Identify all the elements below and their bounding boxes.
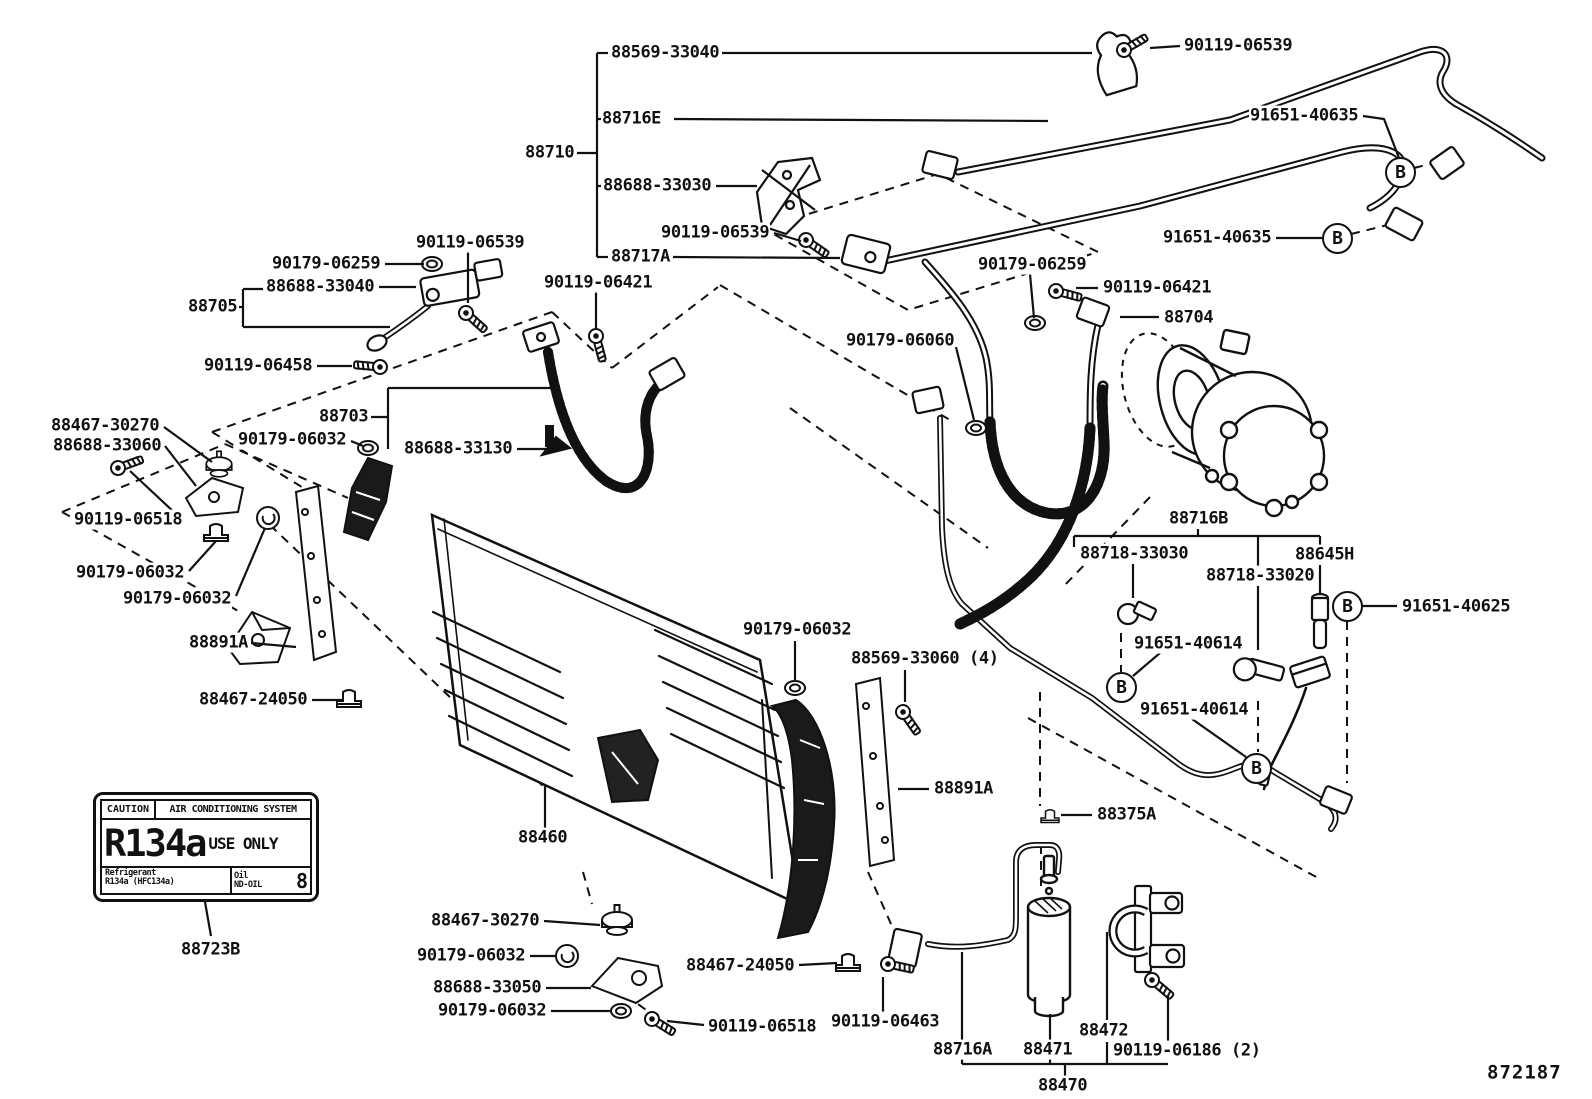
part-callout: 88891A	[188, 632, 250, 653]
part-callout: 88716A	[932, 1039, 994, 1060]
part-callout: 88645H	[1294, 544, 1356, 565]
part-callout: 88710	[524, 142, 576, 163]
part-callout: 91651-40614	[1139, 699, 1250, 720]
part-callout: 88375A	[1096, 804, 1158, 825]
refrigerant-value: R134a (HFC134a)	[105, 876, 175, 887]
part-callout: 90179-06032	[237, 429, 348, 450]
part-callout: 90119-06186 (2)	[1112, 1040, 1262, 1061]
part-callout: 88569-33060 (4)	[850, 648, 1000, 669]
part-callout: 91651-40614	[1133, 633, 1244, 654]
part-callout: 90179-06259	[977, 254, 1088, 275]
fittings-drawing	[366, 31, 1465, 969]
part-callout: 90119-06539	[660, 222, 771, 243]
part-callout: 88467-24050	[198, 689, 309, 710]
hoses-drawing	[543, 258, 1110, 630]
leader-lines	[129, 44, 1401, 1076]
part-callout: 88688-33060	[52, 435, 163, 456]
part-callout: 88472	[1078, 1020, 1130, 1041]
part-callout: 88688-33030	[602, 175, 713, 196]
connector-marker: B	[1385, 157, 1416, 188]
connector-marker: B	[1106, 672, 1137, 703]
caution-word: CAUTION	[102, 801, 156, 818]
part-callout: 88688-33050	[432, 977, 543, 998]
part-callout: 90179-06032	[742, 619, 853, 640]
part-callout: 88716E	[601, 108, 663, 129]
part-callout: 88467-24050	[685, 955, 796, 976]
connector-marker: B	[1241, 753, 1272, 784]
caution-label: CAUTION AIR CONDITIONING SYSTEM R134a US…	[93, 792, 319, 902]
part-callout: 88460	[517, 827, 569, 848]
part-callout: 88891A	[933, 778, 995, 799]
part-callout: 90179-06060	[845, 330, 956, 351]
part-callout: 90119-06518	[73, 509, 184, 530]
part-callout: 90179-06032	[416, 945, 527, 966]
part-callout: 88717A	[610, 246, 672, 267]
part-callout: 88467-30270	[430, 910, 541, 931]
part-callout: 88705	[187, 296, 239, 317]
part-callout: 88569-33040	[610, 42, 721, 63]
part-callout: 90179-06032	[122, 588, 233, 609]
condenser-drawing	[430, 512, 802, 908]
part-callout: 88688-33130	[403, 438, 514, 459]
part-callout: 88723B	[180, 939, 242, 960]
refrigerant-code: R134a	[104, 821, 207, 865]
part-callout: 90119-06539	[415, 232, 526, 253]
part-callout: 90119-06518	[707, 1016, 818, 1037]
receiver-drier-drawing	[1026, 854, 1072, 1018]
mount-brackets-drawing	[184, 425, 896, 1005]
part-callout: 90119-06463	[830, 1011, 941, 1032]
part-callout: 88703	[318, 406, 370, 427]
compressor-drawing	[1156, 328, 1329, 518]
drawing-number: 872187	[1487, 1061, 1562, 1084]
clamp-drawing	[1108, 884, 1186, 974]
caution-system-text: AIR CONDITIONING SYSTEM	[169, 804, 297, 815]
part-callout: 90179-06032	[437, 1000, 548, 1021]
part-callout: 88718-33030	[1079, 543, 1190, 564]
part-callout: 88470	[1037, 1075, 1089, 1096]
part-callout: 90179-06032	[75, 562, 186, 583]
connector-marker: B	[1322, 223, 1353, 254]
part-callout: 88688-33040	[265, 276, 376, 297]
refrigerant-label: Refrigerant	[105, 868, 156, 878]
part-callout: 88471	[1022, 1039, 1074, 1060]
oil-grade: 8	[295, 868, 308, 893]
part-callout: 90179-06259	[271, 253, 382, 274]
part-callout: 88718-33020	[1205, 565, 1316, 586]
use-only-text: USE ONLY	[208, 833, 278, 853]
pipes-drawing	[381, 45, 1546, 950]
part-callout: 88704	[1163, 307, 1215, 328]
part-callout: 91651-40635	[1162, 227, 1273, 248]
part-callout: 91651-40625	[1401, 596, 1512, 617]
oil-value: ND-OIL	[234, 879, 262, 890]
part-callout: 88467-30270	[50, 415, 161, 436]
part-callout: 90119-06421	[1102, 277, 1213, 298]
part-callout: 90119-06421	[543, 272, 654, 293]
part-callout: 90119-06458	[203, 355, 314, 376]
connector-marker: B	[1332, 591, 1363, 622]
part-callout: 91651-40635	[1249, 105, 1360, 126]
part-callout: 90119-06539	[1183, 35, 1294, 56]
oil-label: Oil	[234, 870, 248, 881]
part-callout: 88716B	[1168, 508, 1230, 529]
